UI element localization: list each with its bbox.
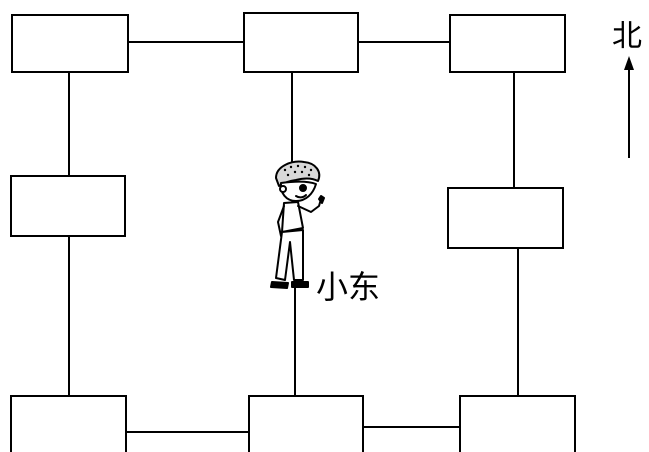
person-figure-icon: [270, 160, 325, 289]
north-arrow-icon: [624, 56, 634, 158]
location-box-middle-left: [10, 175, 126, 237]
location-box-top-left: [11, 14, 129, 73]
location-box-top-center: [243, 12, 359, 73]
location-box-bottom-left: [10, 395, 127, 452]
person-label: 小东: [316, 268, 380, 306]
location-box-top-right: [449, 14, 566, 73]
location-box-bottom-center: [248, 395, 364, 452]
north-label: 北: [612, 19, 642, 54]
location-box-middle-right: [447, 187, 564, 249]
location-box-bottom-right: [459, 395, 576, 452]
